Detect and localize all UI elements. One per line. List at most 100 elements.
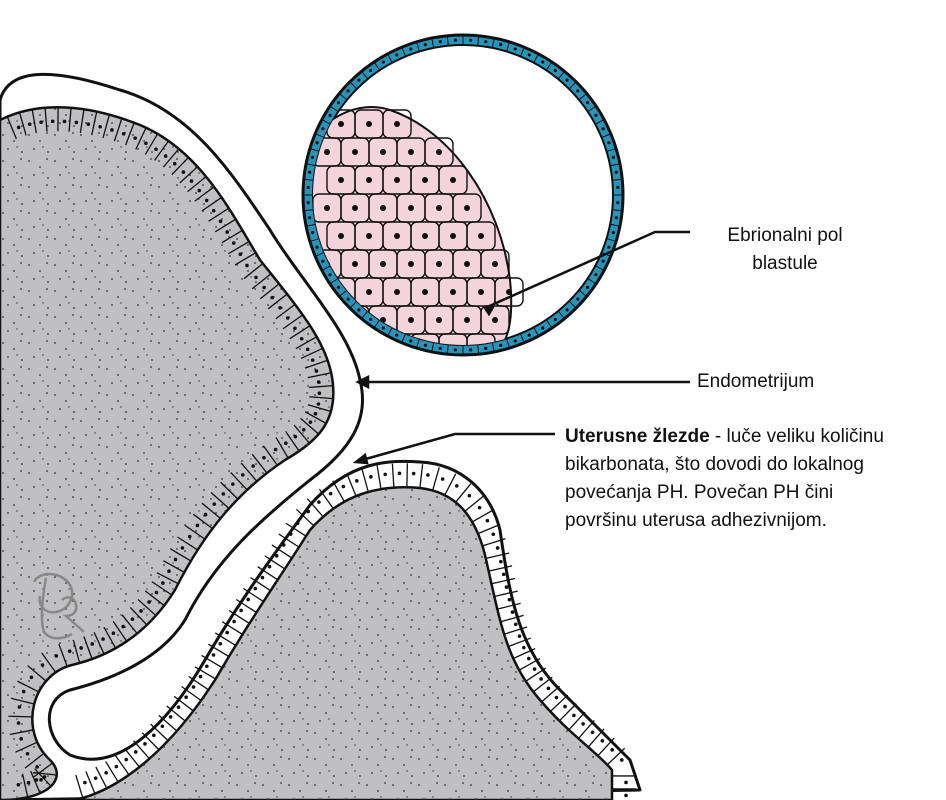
embryonic-cell-nucleus	[436, 205, 442, 211]
epithelial-cell-wall	[105, 761, 119, 783]
epithelial-cell-wall	[137, 599, 157, 617]
epithelial-cell-wall	[300, 417, 320, 435]
epithelial-cell-nucleus	[301, 427, 306, 432]
epithelial-cell-nucleus	[86, 122, 91, 127]
embryonic-cell-nucleus	[450, 177, 456, 183]
epithelial-cell-nucleus	[110, 128, 114, 132]
epithelial-cell-nucleus	[26, 780, 31, 785]
embryonic-cell-nucleus	[408, 205, 414, 211]
epithelial-cell-wall	[156, 572, 179, 585]
epithelial-cell-nucleus	[163, 154, 168, 158]
epithelial-cell-wall	[503, 626, 528, 635]
trophoblast-nucleus	[607, 141, 611, 145]
epithelial-cell-wall	[243, 587, 264, 603]
epithelial-cell-nucleus	[246, 597, 251, 602]
embryonic-cell-nucleus	[422, 177, 428, 183]
epithelial-cell-wall	[500, 614, 524, 623]
epithelial-cell-nucleus	[308, 420, 313, 424]
epithelial-cell-nucleus	[35, 765, 39, 769]
epithelial-cell-nucleus	[504, 585, 509, 589]
embryonic-pole-label-line1: Ebrionalni pol	[727, 225, 843, 246]
trophoblast-cell-wall	[610, 163, 621, 167]
epithelial-cell-nucleus	[383, 472, 387, 477]
trophoblast-cells	[303, 35, 623, 355]
epithelial-cell-wall	[31, 109, 37, 134]
trophoblast-cell-wall	[595, 265, 605, 271]
epithelial-cell-wall	[41, 652, 57, 673]
trophoblast-cell-wall	[329, 105, 339, 113]
trophoblast-nucleus	[423, 343, 427, 347]
epithelial-cell-wall	[275, 303, 296, 320]
embryonic-cell-nucleus	[366, 121, 372, 127]
trophoblast-nucleus	[565, 78, 569, 82]
embryonic-cell	[438, 333, 468, 345]
embryonic-cell	[452, 193, 482, 223]
epithelial-cell-nucleus	[285, 316, 290, 320]
epithelial-cell-wall	[577, 720, 595, 739]
embryonic-cell-nucleus	[450, 289, 456, 295]
epithelial-cell-wall	[318, 488, 334, 510]
trophoblast-cell-wall	[339, 93, 348, 101]
epithelial-cell-nucleus	[281, 543, 286, 547]
embryonic-cell-nucleus	[436, 149, 442, 155]
epithelial-cell-nucleus	[168, 715, 173, 719]
epithelial-cell-wall	[221, 621, 243, 635]
epithelial-cell-wall	[144, 590, 165, 607]
epithelial-cell-nucleus	[181, 170, 186, 174]
epithelial-cell-wall	[15, 741, 38, 753]
embryonic-cell-nucleus	[380, 205, 386, 211]
epithelial-cell-nucleus	[221, 492, 226, 496]
epithelial-cell-wall	[606, 747, 626, 766]
epithelial-cell-wall	[24, 752, 45, 769]
trophoblast-nucleus	[601, 259, 605, 263]
epithelial-cell-nucleus	[93, 776, 98, 780]
trophoblast-nucleus	[311, 155, 315, 159]
epithelial-cell-wall	[512, 648, 536, 660]
epithelial-cell-nucleus	[143, 742, 147, 746]
epithelial-cell-nucleus	[54, 654, 59, 658]
epithelial-cell-nucleus	[572, 713, 576, 718]
epithelial-cell-nucleus	[624, 793, 628, 798]
trophoblast-cell-wall	[373, 61, 381, 71]
epithelial-cell-nucleus	[260, 575, 265, 580]
epithelial-cell-wall	[18, 112, 27, 136]
epithelial-cell-nucleus	[310, 358, 315, 362]
epithelial-cell-nucleus	[154, 590, 159, 595]
epithelial-cell-wall	[144, 133, 159, 155]
trophoblast-nucleus	[469, 348, 473, 352]
trophoblast-nucleus	[453, 348, 457, 352]
epithelial-cell-wall	[214, 632, 237, 647]
trophoblast-cell-wall	[606, 238, 617, 242]
epithelial-cell-nucleus	[477, 505, 482, 510]
epithelial-cell-nucleus	[25, 751, 30, 756]
epithelial-cell-nucleus	[341, 484, 346, 489]
epithelial-cell-nucleus	[501, 572, 506, 577]
epithelial-cell-nucleus	[176, 705, 181, 709]
epithelial-cell-nucleus	[173, 557, 178, 562]
epithelial-cell-nucleus	[139, 609, 143, 613]
epithelial-cell-nucleus	[218, 641, 223, 646]
epithelial-cell-nucleus	[314, 369, 319, 373]
epithelial-cell-wall	[240, 462, 258, 482]
trophoblast-nucleus	[601, 127, 605, 131]
uterine-glands-text-line2: bikarbonata, što dovodi do lokalnog	[565, 454, 864, 475]
trophoblast-nucleus	[423, 43, 427, 47]
trophoblast-cell-wall	[595, 119, 605, 125]
epithelial-cell-wall	[214, 218, 237, 233]
epithelial-cell-wall	[259, 283, 280, 300]
epithelial-cell-nucleus	[17, 705, 22, 709]
epithelial-cell-wall	[173, 695, 194, 712]
epithelial-cell-nucleus	[79, 646, 83, 650]
trophoblast-cell-wall	[349, 300, 358, 309]
epithelial-cell-nucleus	[161, 581, 165, 585]
embryonic-cell-nucleus	[408, 149, 414, 155]
trophoblast-cell-wall	[314, 133, 325, 139]
trophoblast-nucleus	[306, 185, 310, 189]
epithelial-cell-nucleus	[526, 656, 531, 661]
trophoblast-nucleus	[611, 155, 615, 159]
trophoblast-nucleus	[409, 47, 413, 51]
epithelial-cell-wall	[141, 732, 160, 751]
epithelial-cell-wall	[113, 118, 123, 142]
epithelial-cell-nucleus	[241, 473, 245, 477]
